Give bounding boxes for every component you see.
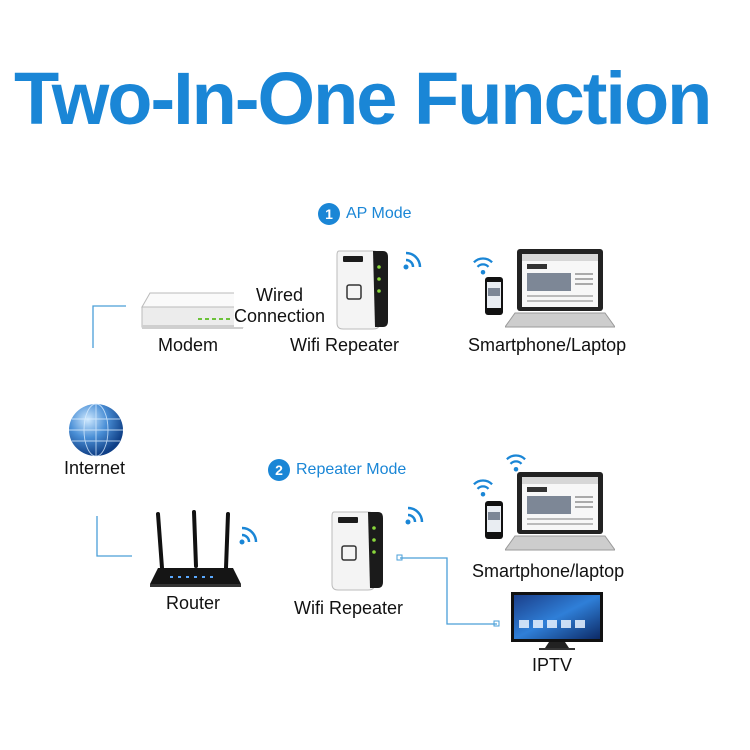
tv-icon (511, 592, 603, 650)
ap-mode-label: AP Mode (346, 205, 412, 222)
laptop-icon (505, 472, 615, 551)
wifi-repeater-icon (331, 511, 383, 591)
modem-label: Modem (158, 335, 219, 355)
wifi-signal-icon (239, 526, 258, 545)
router-icon (150, 510, 241, 587)
wifi-repeater-icon (336, 250, 388, 330)
repeater-mode-label: Repeater Mode (296, 461, 407, 478)
modem-icon (141, 292, 244, 329)
repeater-mode-clients-label: Smartphone/laptop (472, 561, 625, 581)
repeater-mode-heading: 2 Repeater Mode (268, 459, 406, 481)
wired-connection-label: Wired Connection (234, 285, 326, 327)
smartphone-icon (485, 277, 503, 315)
ap-clients-label: Smartphone/Laptop (468, 335, 627, 355)
laptop-icon (505, 249, 615, 328)
wifi-signal-icon (405, 506, 424, 525)
ap-mode-heading: 1 AP Mode (318, 203, 412, 225)
wifi-signal-icon (473, 479, 493, 497)
wired-label-line1: Wired (256, 285, 304, 305)
internet-to-router-line (96, 516, 132, 557)
wired-label-line2: Connection (234, 306, 326, 326)
ap-mode-number: 1 (318, 203, 340, 225)
iptv-label: IPTV (532, 655, 573, 675)
smartphone-icon (485, 501, 503, 539)
repeater-to-iptv-line (400, 557, 497, 625)
router-label: Router (166, 593, 221, 613)
ap-repeater-label: Wifi Repeater (290, 335, 400, 355)
internet-label: Internet (64, 458, 126, 478)
page-title: Two-In-One Function (14, 57, 712, 140)
wifi-signal-icon (473, 257, 493, 275)
internet-to-modem-line (92, 305, 126, 348)
repeater-mode-repeater-label: Wifi Repeater (294, 598, 404, 618)
globe-icon (69, 403, 123, 457)
repeater-mode-number: 2 (268, 459, 290, 481)
wifi-signal-icon (506, 454, 526, 472)
wifi-signal-icon (403, 251, 422, 270)
